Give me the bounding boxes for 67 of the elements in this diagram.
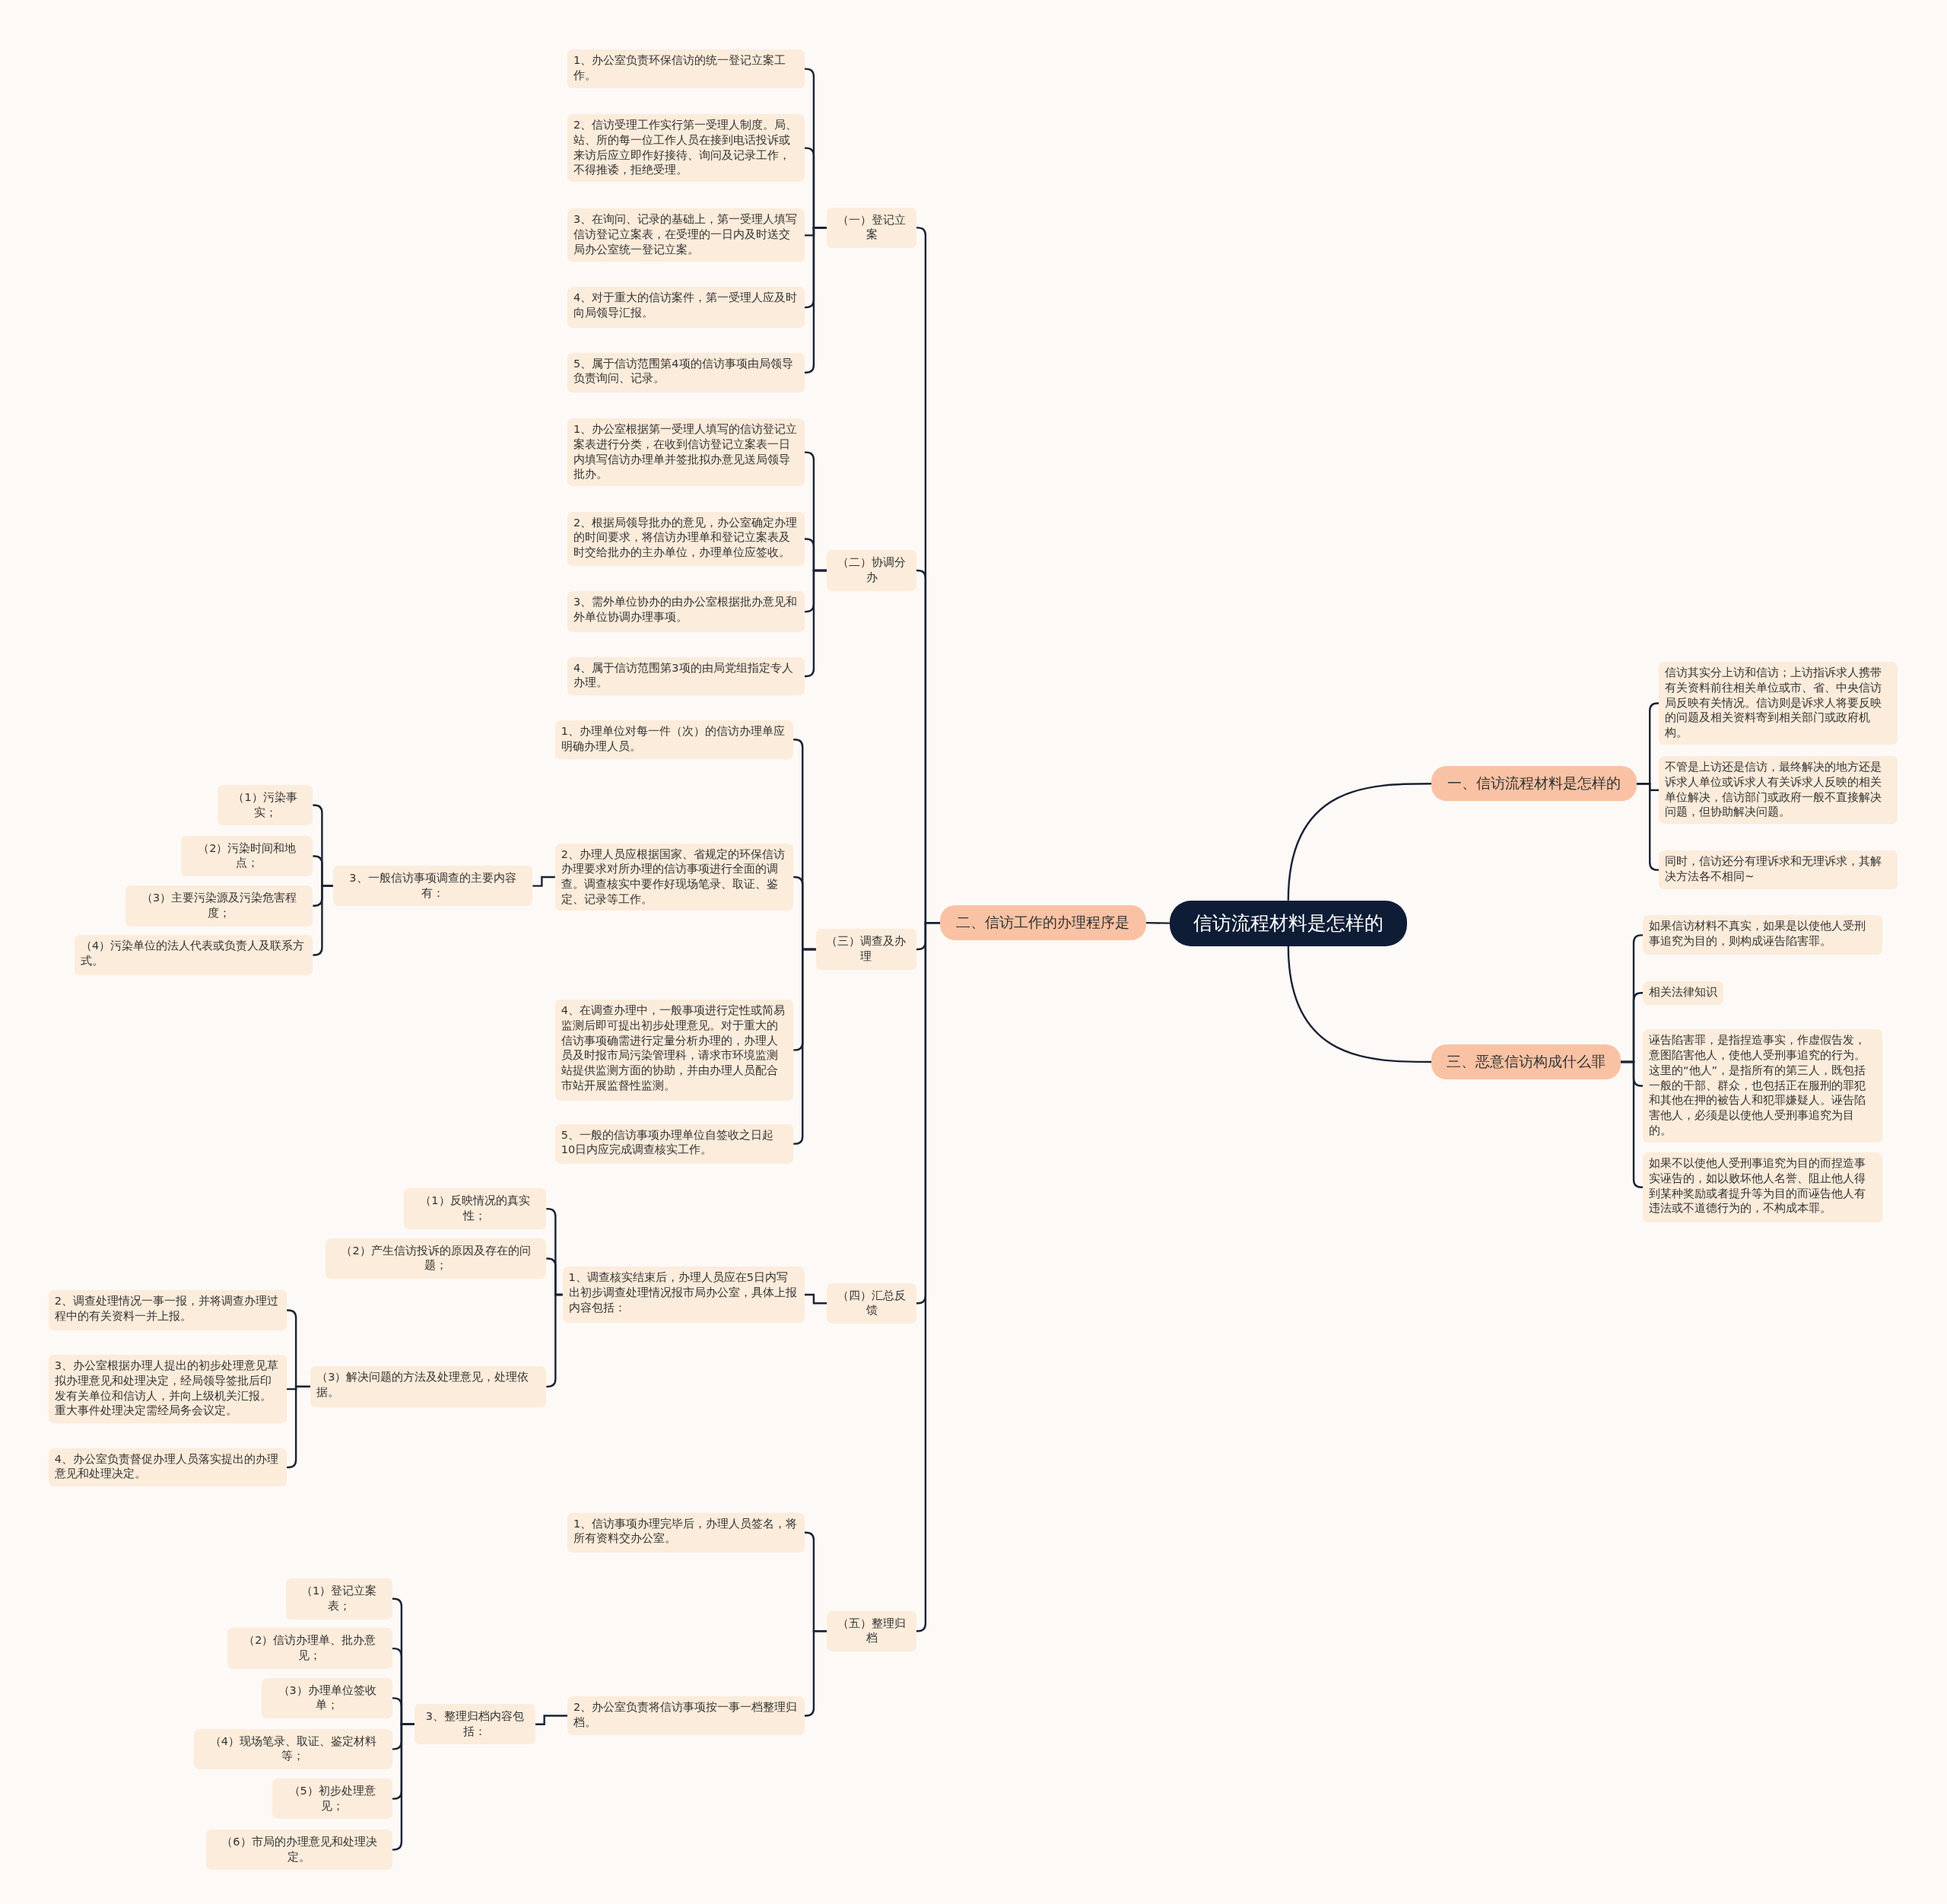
connector-line bbox=[532, 876, 555, 887]
connector-line bbox=[535, 1715, 568, 1725]
connector-line bbox=[804, 1293, 827, 1305]
topic-box: 1、办公室根据第一受理人填写的信访登记立案表进行分类，在收到信访登记立案表一日内填写信访办理单并签批拟办意见送局领导批办。 bbox=[567, 418, 805, 487]
connector-line bbox=[804, 227, 827, 373]
topic-box: 信访其实分上访和信访；上访指诉求人携带有关资料前往相关单位或市、省、中央信访局反映有关情况。信访则是诉求人将要反映的问题及相关资料寄到相关部门或政府机构。 bbox=[1659, 662, 1898, 745]
subtopic-box: （一）登记立案 bbox=[827, 207, 916, 249]
topic-box: 3、在询问、记录的基础上，第一受理人填写信访登记立案表，在受理的一日内及时送交局办公室统一登记立案。 bbox=[567, 208, 805, 262]
topic-box: 2、办理人员应根据国家、省规定的环保信访办理要求对所办理的信访事项进行全面的调查。调查核实中要作好现场笔录、取证、鉴定、记录等工作。 bbox=[554, 843, 794, 911]
topic-box: 3、需外单位协办的由办公室根据批办意见和外单位协调办理事项。 bbox=[567, 591, 805, 632]
topic-box: 2、信访受理工作实行第一受理人制度。局、站、所的每一位工作人员在接到电话投诉或来访后应立即作好接待、询问及记录工作，不得推诿，拒绝受理。 bbox=[567, 114, 805, 183]
connector-line bbox=[287, 1385, 311, 1469]
topic-box: 5、属于信访范围第4项的信访事项由局领导负责询问、记录。 bbox=[567, 352, 805, 393]
topic-box: 诬告陷害罪，是指捏造事实，作虚假告发，意图陷害他人，使他人受刑事追究的行为。这里的“他人”，是指所有的第三人，既包括一般的干部、群众，也包括正在服刑的罪犯和其他在押的被告人和犯罪嫌疑人。诬告陷害他人，必须是以使他人受刑事追究为目的。 bbox=[1643, 1029, 1883, 1143]
connector-line bbox=[804, 569, 827, 678]
subtopic-box: （1）污染事实； bbox=[217, 784, 313, 826]
subtopic-box: （1）反映情况的真实性； bbox=[403, 1188, 547, 1229]
topic-box: （4）污染单位的法人代表或负责人及联系方式。 bbox=[74, 935, 313, 975]
topic-box: 1、办公室负责环保信访的统一登记立案工作。 bbox=[567, 49, 805, 88]
topic-box: 4、对于重大的信访案件，第一受理人应及时向局领导汇报。 bbox=[567, 287, 805, 328]
branch-topic: 三、恶意信访构成什么罪 bbox=[1431, 1044, 1621, 1079]
topic-box: 2、调查处理情况一事一报，并将调查办理过程中的有关资料一并上报。 bbox=[48, 1290, 287, 1330]
topic-box: 2、根据局领导批办的意见，办公室确定办理的时间要求，将信访办理单和登记立案表及时交给批办的主办单位，办理单位应签收。 bbox=[567, 511, 805, 567]
topic-box: 3、办公室根据办理人提出的初步处理意见草拟办理意见和处理决定，经局领导签批后印发有关单位和信访人，并向上级机关汇报。重大事件处理决定需经局务会议定。 bbox=[48, 1355, 287, 1423]
subtopic-box: （四）汇总反馈 bbox=[827, 1283, 916, 1324]
topic-box: 4、在调查办理中，一般事项进行定性或简易监测后即可提出初步处理意见。对于重大的信访事项确需进行定量分析办理的，办理人员及时报市局污染管理科，请求市环境监测站提供监测方面的协助，并由办理人员配合市站开展监督性监测。 bbox=[554, 1000, 794, 1101]
connector-line bbox=[1287, 783, 1432, 901]
subtopic-box: （5）初步处理意见； bbox=[272, 1778, 392, 1820]
subtopic-box: （2）产生信访投诉的原因及存在的问题； bbox=[325, 1238, 547, 1279]
topic-box: 同时，信访还分有理诉求和无理诉求，其解决方法各不相同~ bbox=[1659, 850, 1898, 889]
subtopic-box: （2）污染时间和地点； bbox=[181, 835, 313, 877]
topic-box: 如果不以使他人受刑事追究为目的而捏造事实诬告的，如以败坏他人名誉、阻止他人得到某种奖励或者提升等为目的而诬告他人有违法或不道德行为的，不构成本罪。 bbox=[1643, 1152, 1883, 1222]
subtopic-box: （2）信访办理单、批办意见； bbox=[227, 1628, 392, 1669]
topic-box: （3）解决问题的方法及处理意见，处理依据。 bbox=[310, 1365, 547, 1407]
topic-box: 如果信访材料不真实，如果是以使他人受刑事追究为目的，则构成诬告陷害罪。 bbox=[1643, 915, 1883, 955]
subtopic-box: （3）办理单位签收单； bbox=[262, 1677, 392, 1719]
topic-box: 1、信访事项办理完毕后，办理人员签名，将所有资料交办公室。 bbox=[567, 1512, 805, 1553]
connector-line bbox=[916, 921, 940, 1632]
connector-line bbox=[1287, 946, 1432, 1063]
connector-line bbox=[313, 885, 333, 956]
topic-box: 5、一般的信访事项办理单位自签收之日起10日内应完成调查核实工作。 bbox=[554, 1124, 794, 1164]
connector-line bbox=[793, 948, 816, 1145]
subtopic-box: （1）登记立案表； bbox=[285, 1578, 392, 1620]
subtopic-box: （3）主要污染源及污染危害程度； bbox=[125, 885, 313, 927]
subtopic-box: （五）整理归档 bbox=[827, 1610, 916, 1651]
topic-box: 4、属于信访范围第3项的由局党组指定专人办理。 bbox=[567, 656, 805, 696]
connector-line bbox=[804, 1630, 827, 1717]
branch-topic: 一、信访流程材料是怎样的 bbox=[1431, 766, 1637, 802]
subtopic-box: 3、整理归档内容包括： bbox=[414, 1704, 535, 1745]
topic-box: 4、办公室负责督促办理人员落实提出的办理意见和处理决定。 bbox=[48, 1448, 287, 1487]
topic-box: 不管是上访还是信访，最终解决的地方还是诉求人单位或诉求人有关诉求人反映的相关单位解决，信访部门或政府一般不直接解决问题，但协助解决问题。 bbox=[1659, 756, 1898, 825]
connector-line bbox=[546, 1293, 563, 1388]
topic-box: 相关法律知识 bbox=[1643, 981, 1724, 1005]
topic-box: 1、调查核实结束后，办理人员应在5日内写出初步调查处理情况报市局办公室，具体上报内容包括： bbox=[562, 1267, 805, 1323]
subtopic-box: 3、一般信访事项调查的主要内容有： bbox=[332, 865, 533, 907]
subtopic-box: （4）现场笔录、取证、鉴定材料等； bbox=[193, 1728, 392, 1770]
connector-line bbox=[1620, 1060, 1643, 1188]
topic-box: 2、办公室负责将信访事项按一事一档整理归档。 bbox=[567, 1696, 805, 1735]
connector-line bbox=[1145, 921, 1170, 924]
subtopic-box: （二）协调分办 bbox=[827, 550, 916, 591]
branch-topic: 二、信访工作的办理程序是 bbox=[939, 905, 1146, 941]
central-topic: 信访流程材料是怎样的 bbox=[1169, 900, 1407, 946]
connector-line bbox=[392, 1723, 415, 1851]
connector-line bbox=[1636, 783, 1660, 871]
topic-box: 1、办理单位对每一件（次）的信访办理单应明确办理人员。 bbox=[554, 720, 794, 759]
subtopic-box: （三）调查及办理 bbox=[815, 929, 916, 970]
subtopic-box: （6）市局的办理意见和处理决定。 bbox=[206, 1829, 392, 1871]
